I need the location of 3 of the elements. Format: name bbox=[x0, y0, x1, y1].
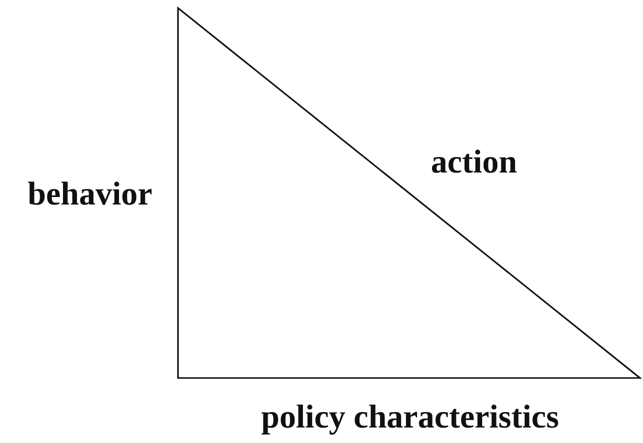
axis-label: policy characteristics bbox=[261, 402, 559, 434]
side-label: action bbox=[430, 146, 518, 180]
side-label: behavior bbox=[28, 178, 152, 212]
